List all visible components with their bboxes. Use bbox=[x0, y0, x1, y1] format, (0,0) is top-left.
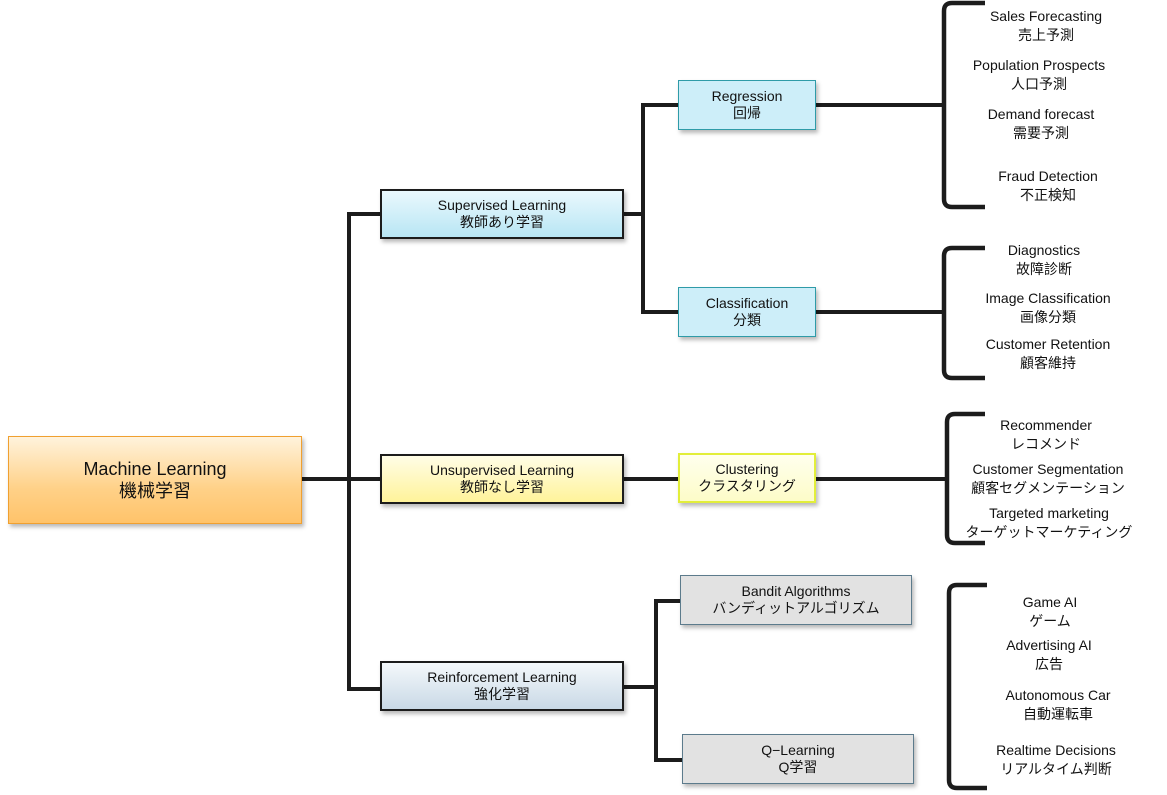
application-label-jp: 画像分類 bbox=[1020, 309, 1076, 325]
category-label-jp: 教師なし学習 bbox=[460, 479, 544, 495]
application-label-en: Advertising AI bbox=[1006, 637, 1092, 653]
application-label-en: Targeted marketing bbox=[989, 505, 1109, 521]
application-label-en: Sales Forecasting bbox=[989, 8, 1103, 24]
application-population-prospects: Population Prospects 人口予測 bbox=[973, 56, 1105, 94]
application-customer-segmentation: Customer Segmentation 顧客セグメンテーション bbox=[971, 460, 1125, 498]
application-label-en: Image Classification bbox=[985, 290, 1111, 306]
application-label-jp: 人口予測 bbox=[1011, 76, 1067, 92]
application-autonomous-car: Autonomous Car 自動運転車 bbox=[1005, 686, 1110, 724]
bracket-classification bbox=[941, 245, 985, 381]
method-label-jp: Q学習 bbox=[778, 759, 818, 775]
application-label-en: Game AI bbox=[1022, 594, 1078, 610]
bracket-reinforcement bbox=[946, 582, 987, 791]
method-label-en: Classification bbox=[705, 294, 789, 311]
application-label-jp: 自動運転車 bbox=[1023, 706, 1093, 722]
application-sales-forecasting: Sales Forecasting 売上予測 bbox=[990, 7, 1102, 45]
application-label-en: Fraud Detection bbox=[998, 168, 1098, 184]
application-label-en: Autonomous Car bbox=[1005, 687, 1111, 703]
application-label-en: Demand forecast bbox=[987, 106, 1095, 122]
application-label-en: Diagnostics bbox=[1007, 242, 1081, 258]
application-label-jp: 需要予測 bbox=[1012, 125, 1069, 141]
application-recommender: Recommender レコメンド bbox=[1000, 416, 1092, 454]
application-realtime-decisions: Realtime Decisions リアルタイム判断 bbox=[996, 741, 1116, 779]
application-label-jp: 広告 bbox=[1034, 656, 1063, 672]
method-label-en: Bandit Algorithms bbox=[741, 582, 851, 599]
method-q-learning: Q−Learning Q学習 bbox=[682, 734, 914, 784]
method-label-jp: バンディットアルゴリズム bbox=[712, 600, 880, 616]
application-label-en: Realtime Decisions bbox=[996, 742, 1116, 758]
category-label-en: Supervised Learning bbox=[437, 196, 567, 213]
application-targeted-marketing: Targeted marketing ターゲットマーケティング bbox=[966, 504, 1133, 542]
application-label-en: Customer Segmentation bbox=[972, 461, 1124, 477]
method-bandit-algorithms: Bandit Algorithms バンディットアルゴリズム bbox=[680, 575, 912, 625]
method-regression: Regression 回帰 bbox=[678, 80, 816, 130]
category-reinforcement-learning: Reinforcement Learning 強化学習 bbox=[380, 661, 624, 711]
application-label-jp: 売上予測 bbox=[1018, 27, 1074, 43]
application-label-jp: レコメンド bbox=[1010, 436, 1081, 452]
method-label-jp: 回帰 bbox=[733, 105, 761, 121]
method-label-en: Regression bbox=[711, 87, 783, 104]
category-supervised-learning: Supervised Learning 教師あり学習 bbox=[380, 189, 624, 239]
bracket-clustering bbox=[944, 411, 985, 546]
application-advertising-ai: Advertising AI 広告 bbox=[1006, 636, 1092, 674]
application-diagnostics: Diagnostics 故障診断 bbox=[1008, 241, 1080, 279]
application-label-jp: リアルタイム判断 bbox=[1000, 761, 1112, 777]
category-label-jp: 強化学習 bbox=[474, 686, 530, 702]
category-label-en: Reinforcement Learning bbox=[427, 668, 577, 685]
application-image-classification: Image Classification 画像分類 bbox=[985, 289, 1110, 327]
root-node-machine-learning: Machine Learning 機械学習 bbox=[8, 436, 302, 524]
method-classification: Classification 分類 bbox=[678, 287, 816, 337]
method-label-jp: 分類 bbox=[733, 312, 761, 328]
application-label-jp: 顧客維持 bbox=[1019, 355, 1076, 371]
application-label-jp: ゲーム bbox=[1029, 613, 1071, 629]
method-label-jp: クラスタリング bbox=[698, 478, 796, 494]
method-label-en: Q−Learning bbox=[761, 741, 835, 758]
application-label-jp: 不正検知 bbox=[1019, 187, 1076, 203]
application-label-en: Recommender bbox=[1000, 417, 1092, 433]
application-game-ai: Game AI ゲーム bbox=[1023, 593, 1077, 631]
application-label-en: Population Prospects bbox=[972, 57, 1106, 73]
application-customer-retention: Customer Retention 顧客維持 bbox=[986, 335, 1111, 373]
bracket-regression bbox=[941, 0, 985, 210]
application-label-jp: ターゲットマーケティング bbox=[965, 524, 1133, 540]
category-unsupervised-learning: Unsupervised Learning 教師なし学習 bbox=[380, 454, 624, 504]
application-fraud-detection: Fraud Detection 不正検知 bbox=[998, 167, 1098, 205]
root-label-jp: 機械学習 bbox=[119, 481, 191, 501]
category-label-jp: 教師あり学習 bbox=[460, 214, 544, 230]
application-label-en: Customer Retention bbox=[985, 336, 1111, 352]
method-clustering: Clustering クラスタリング bbox=[678, 453, 816, 503]
method-label-en: Clustering bbox=[715, 460, 779, 477]
application-label-jp: 顧客セグメンテーション bbox=[971, 480, 1125, 496]
category-label-en: Unsupervised Learning bbox=[430, 461, 574, 478]
application-label-jp: 故障診断 bbox=[1016, 261, 1072, 277]
root-label-en: Machine Learning bbox=[83, 458, 227, 479]
application-demand-forecast: Demand forecast 需要予測 bbox=[988, 105, 1095, 143]
